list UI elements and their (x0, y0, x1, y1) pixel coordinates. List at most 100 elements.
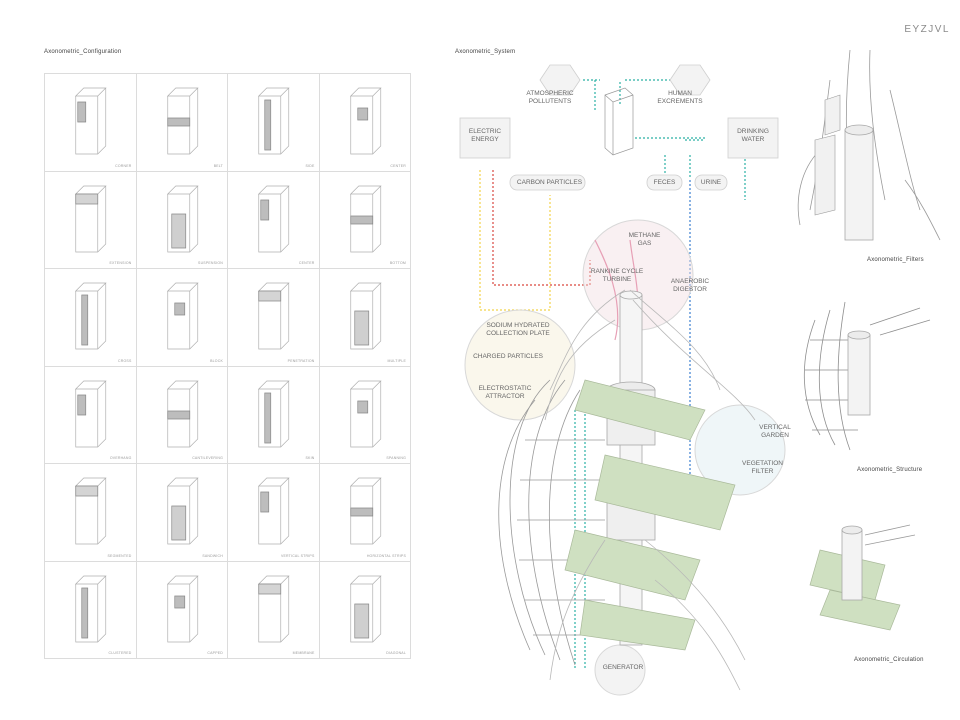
config-cell-label: SKIN (305, 456, 315, 460)
human-label: HUMAN EXCREMENTS (657, 90, 703, 105)
atmospheric-hex (539, 64, 581, 96)
config-cell: CENTER (228, 171, 320, 269)
teal-flow-line-digestor (664, 155, 691, 178)
config-cell: SEGMENTED (45, 464, 137, 562)
config-axonometric (166, 87, 199, 155)
filters-caption: Axonometric_Filters (867, 257, 924, 263)
config-cell-label: BOTTOM (389, 261, 406, 265)
config-axonometric (257, 282, 290, 350)
carbon-pill (509, 174, 586, 191)
configuration-grid: CORNER BELT SIDE CENTER EXTENSION SUSPENSION C… (44, 73, 411, 659)
config-cell-label: BELT (213, 163, 223, 168)
config-axonometric (166, 380, 199, 447)
structure-caption: Axonometric_Structure (857, 467, 923, 473)
config-cell-label: SANDWICH (202, 553, 223, 558)
config-cell-label: CENTER (298, 261, 315, 265)
electric-box (459, 117, 511, 159)
config-cell-label: SEGMENTED (107, 553, 132, 558)
config-cell: SANDWICH (136, 464, 228, 562)
config-axonometric (74, 575, 107, 642)
configuration-title: Axonometric_Configuration (44, 49, 122, 55)
config-cell-label: OVERHANG (109, 456, 132, 460)
charged-label: CHARGED PARTICLES (473, 353, 543, 360)
config-axonometric (166, 477, 199, 545)
config-cell-label: HORIZONTAL STRIPS (366, 553, 406, 558)
config-cell: MULTIPLE (319, 269, 411, 367)
config-axonometric (166, 575, 199, 642)
rankine-label: RANKINE CYCLE TURBINE (590, 268, 644, 283)
config-cell: SPANNING (319, 366, 411, 464)
config-cell-label: CROSS (118, 358, 132, 363)
feces-label: FECES (653, 179, 676, 186)
side-studies (797, 49, 941, 631)
config-cell-label: MULTIPLE (387, 358, 406, 363)
human-hex (669, 64, 711, 96)
config-axonometric (257, 477, 290, 545)
config-cell-label: SPANNING (386, 456, 406, 460)
config-cell-label: BLOCK (210, 358, 223, 363)
config-cell: CENTER (319, 74, 411, 172)
attractor-bubble (464, 309, 576, 421)
config-axonometric (74, 282, 107, 350)
config-axonometric (74, 87, 107, 155)
config-cell-label: CANTILEVERING (192, 456, 223, 460)
config-axonometric (257, 87, 290, 155)
config-axonometric (74, 477, 107, 545)
config-cell: BLOCK (136, 269, 228, 367)
planter-middle (594, 454, 736, 531)
config-axonometric (74, 380, 107, 447)
electrostatic-label: ELECTROSTATIC ATTRACTOR (478, 385, 532, 400)
config-cell: CANTILEVERING (136, 366, 228, 464)
config-cell-label: PENETRATION (287, 358, 315, 363)
config-cell-label: CORNER (115, 163, 132, 168)
config-axonometric (257, 185, 290, 252)
feces-pill (646, 174, 683, 191)
config-axonometric (166, 185, 199, 252)
garden-bubble (694, 404, 786, 496)
config-cell-label: SIDE (305, 163, 315, 168)
config-cell: VERTICAL STRIPS (228, 464, 320, 562)
urine-label: URINE (700, 179, 722, 186)
sodium-label: SODIUM HYDRATED COLLECTION PLATE (486, 322, 550, 337)
config-cell-label: VERTICAL STRIPS (280, 553, 315, 558)
config-cell: MEMBRANE (228, 561, 320, 659)
config-cell-label: CLUSTERED (108, 651, 132, 655)
config-axonometric (349, 87, 382, 155)
config-cell: SKIN (228, 366, 320, 464)
vegetation-label: VEGETATION FILTER (742, 460, 783, 475)
config-axonometric (349, 575, 382, 642)
config-axonometric (349, 185, 382, 252)
config-cell: HORIZONTAL STRIPS (319, 464, 411, 562)
config-cell: SUSPENSION (136, 171, 228, 269)
config-cell: CLUSTERED (45, 561, 137, 659)
config-cell-label: DIAGONAL (386, 651, 406, 655)
config-cell: CORNER (45, 74, 137, 172)
system-title: Axonometric_System (455, 49, 516, 55)
config-cell: BOTTOM (319, 171, 411, 269)
config-cell-label: EXTENSION (109, 261, 132, 265)
config-axonometric (166, 282, 199, 350)
drinking-box (727, 117, 779, 159)
config-cell: DIAGONAL (319, 561, 411, 659)
vertical-label: VERTICAL GARDEN (759, 424, 791, 439)
carbon-label: CARBON PARTICLES (516, 179, 583, 186)
circulation-caption: Axonometric_Circulation (854, 657, 924, 663)
config-cell: BELT (136, 74, 228, 172)
config-cell: EXTENSION (45, 171, 137, 269)
config-cell: SIDE (228, 74, 320, 172)
methane-label: METHANE GAS (628, 232, 661, 247)
config-cell: CAPPED (136, 561, 228, 659)
system-diagram (459, 64, 786, 696)
teal-flow-line-mid (635, 137, 746, 200)
planter-top (574, 379, 706, 441)
drinking-label: DRINKING WATER (737, 128, 769, 143)
anaerobic-label: ANAEROBIC DIGESTOR (670, 278, 710, 293)
config-axonometric (349, 282, 382, 350)
red-flow-line (492, 170, 591, 286)
config-cell: OVERHANG (45, 366, 137, 464)
yellow-flow-line (479, 170, 551, 311)
config-cell-label: CAPPED (207, 651, 223, 655)
config-cell: PENETRATION (228, 269, 320, 367)
config-axonometric (349, 477, 382, 545)
atmospheric-label: ATMOSPHERIC POLLUTENTS (526, 90, 574, 105)
